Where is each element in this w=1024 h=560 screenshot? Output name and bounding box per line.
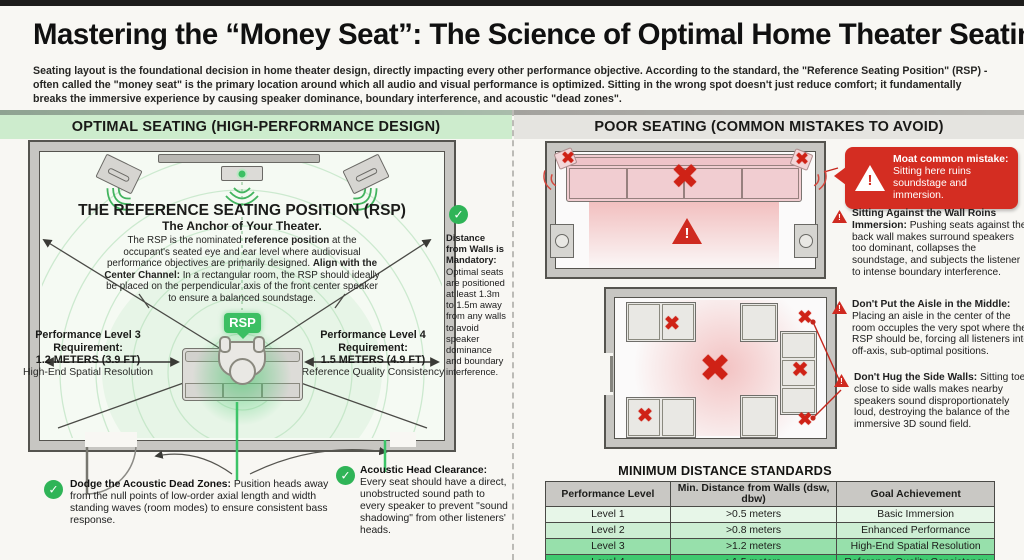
chair-pair (626, 302, 696, 342)
warning-triangle-icon (855, 165, 885, 191)
mistake-callout: Moat common mistake:Sitting here ruins s… (834, 147, 1018, 209)
table-cell: >0.5 meters (669, 506, 838, 523)
table-cell: Level 4 (545, 554, 671, 560)
wall-distance-note: Distance from Walls is Mandatory: Optima… (446, 232, 506, 378)
room-description: The RSP is the nominated reference posit… (104, 235, 380, 304)
room-title: THE REFERENCE SEATING POSITION (RSP) (78, 202, 406, 219)
table-header-cell: Goal Achievement (836, 481, 995, 507)
panel-left-header: OPTIMAL SEATING (HIGH-PERFORMANCE DESIGN… (0, 115, 512, 139)
table-cell: Level 3 (545, 538, 671, 555)
x-mark-icon (791, 360, 809, 381)
rsp-badge: RSP (224, 313, 261, 333)
door-opening-left (85, 432, 137, 447)
tip-dead-zones: Dodge the Acoustic Dead Zones: Pusition … (70, 479, 329, 526)
table-cell: Level 2 (545, 522, 671, 539)
center-speaker-icon (221, 166, 263, 181)
x-mark-icon (671, 160, 700, 194)
x-mark-icon (561, 151, 575, 168)
x-mark-icon (797, 411, 813, 430)
table-title: MINIMUM DISTANCE STANDARDS (618, 463, 832, 478)
table-cell: Basic Immersion (836, 506, 995, 523)
x-mark-icon (664, 313, 681, 333)
table-header-cell: Performance Level (545, 481, 671, 507)
warning-triangle-icon (832, 210, 847, 223)
x-mark-icon (699, 349, 731, 387)
table-header-cell: Min. Distance from Walls (dsw, dbw) (669, 481, 838, 507)
panel-left-edge-strip (0, 110, 512, 115)
x-mark-icon (795, 152, 809, 169)
listener-arm-left (219, 336, 231, 353)
check-icon (449, 205, 468, 224)
warning-side-walls: Don't Hug the Side Walls: Sitting toe cl… (854, 372, 1024, 431)
listener-arm-right (253, 336, 265, 353)
table-cell: >1.2 meters (669, 538, 838, 555)
table-cell: High-End Spatial Resolution (836, 538, 995, 555)
table-cell: Level 1 (545, 506, 671, 523)
poor-seating-panel: POOR SEATING (COMMON MISTAKES TO AVOID) … (512, 110, 1024, 560)
listener-head (229, 358, 256, 385)
panel-right-edge-strip (514, 110, 1024, 115)
door-opening (600, 353, 613, 395)
room-subtitle: The Anchor of Your Theater. (162, 219, 322, 233)
side-speaker-left-icon (550, 224, 574, 258)
table-cell: >0.8 meters (669, 522, 838, 539)
table-cell: Reference Quality Consistency (836, 554, 995, 560)
chair (740, 395, 778, 438)
warning-triangle-icon (834, 374, 849, 387)
check-icon (44, 480, 63, 499)
table-row: Level 4>1.5 metersReference Quality Cons… (545, 554, 995, 560)
table-cell: >1.5 meters (669, 554, 838, 560)
door-leaf (610, 356, 613, 392)
level3-label: High-End Spatial Resolution (23, 367, 153, 378)
x-mark-icon (637, 405, 654, 425)
top-bar (0, 0, 1024, 6)
chair (740, 303, 778, 342)
intro-paragraph: Seating layout is the foundational decis… (33, 65, 988, 105)
table-cell: Enhanced Performance (836, 522, 995, 539)
optimal-seating-panel: OPTIMAL SEATING (HIGH-PERFORMANCE DESIGN… (0, 110, 512, 560)
x-mark-icon (797, 309, 813, 328)
page-title: Mastering the “Money Seat”: The Science … (33, 18, 1024, 51)
screen-bar (158, 154, 320, 163)
warning-aisle: Don't Put the Aisle in the Middle: Placi… (852, 299, 1024, 358)
check-icon (336, 466, 355, 485)
door-opening-right (390, 432, 416, 447)
panel-right-header: POOR SEATING (COMMON MISTAKES TO AVOID) (514, 115, 1024, 139)
level4-label: Reference Quality Consistency (301, 367, 445, 378)
warning-back-wall: Sitting Against the Wall Roins Immersion… (852, 208, 1024, 278)
tip-head-clearance: Acoustic Head Clearance: Every seat shou… (360, 465, 508, 536)
side-speaker-right-icon (794, 224, 818, 258)
